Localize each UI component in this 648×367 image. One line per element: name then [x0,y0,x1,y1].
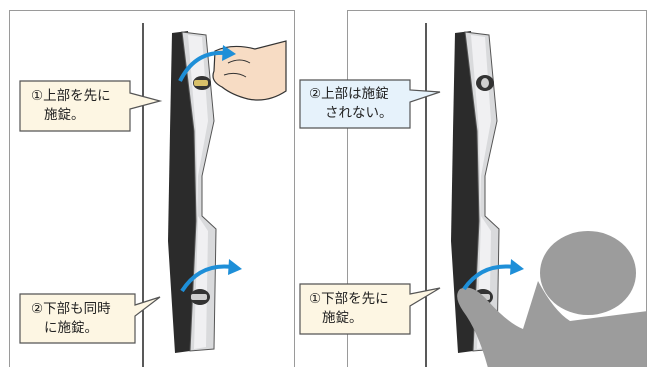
callout-bubble [19,293,161,344]
rotate-arrow-icon [180,259,242,293]
callout-line: に施錠。 [44,320,98,336]
keyhole-icon [193,76,211,90]
callout-line: ②下部も同時 [31,301,111,317]
callout-bottom: ②下部も同時 に施錠。 [31,300,111,338]
panel-lock-both: ①上部を先に 施錠。 ②下部も同時 に施錠。 [9,10,295,367]
person-silhouette-icon [457,231,646,367]
rotate-arrow-icon [178,45,236,82]
keyhole-icon [190,289,210,305]
callout-line: ②上部は施錠 [309,86,389,102]
callout-bottom-right: ①下部を先に 施錠。 [309,290,389,328]
callout-line: 施錠。 [44,107,85,123]
callout-line: されない。 [325,105,393,121]
door-handle [451,31,500,353]
keyhole-icon [476,75,494,91]
callout-top: ①上部を先に 施錠。 [31,87,111,125]
callout-line: 施錠。 [322,310,363,326]
callout-line: ①下部を先に [309,291,389,307]
panel-lock-bottom-only [347,10,647,367]
callout-line: ①上部を先に [31,88,111,104]
callout-bubble [19,80,163,132]
callout-top-right: ②上部は施錠 されない。 [309,85,393,123]
door-illustration [425,23,646,367]
rotate-arrow-icon [462,259,524,291]
door-illustration [19,23,287,367]
